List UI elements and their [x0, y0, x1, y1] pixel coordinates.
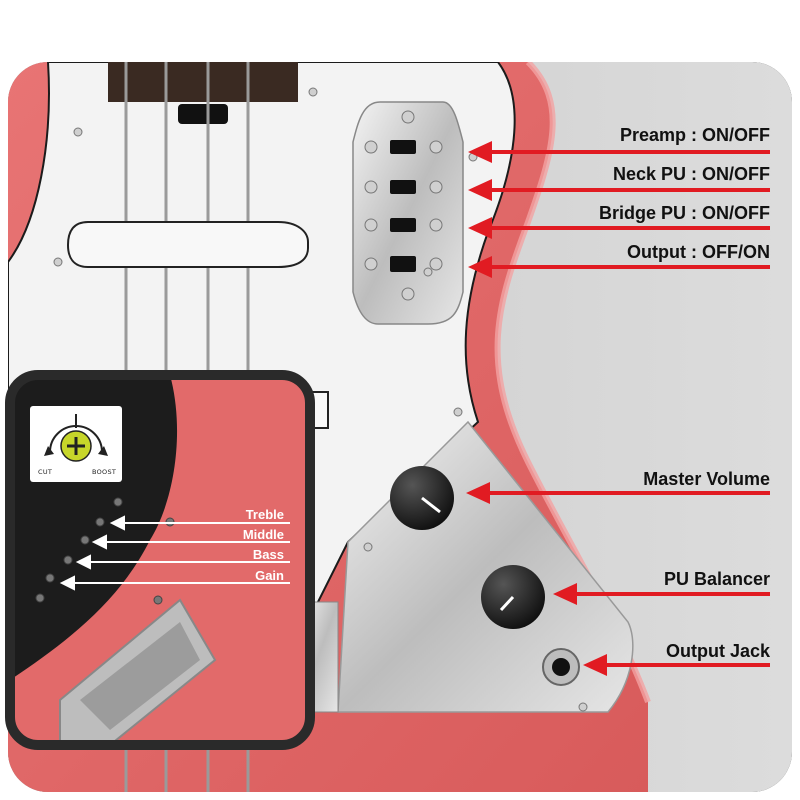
pu-balancer-label: PU Balancer: [663, 569, 770, 589]
cut-boost-icon: [44, 414, 108, 462]
neck: [108, 62, 298, 102]
middle-label: Middle: [242, 527, 284, 542]
bridge-pu-label: Bridge PU : ON/OFF: [599, 203, 770, 223]
cut-label: CUT: [38, 468, 53, 476]
switch-screws: [364, 110, 443, 301]
output-jack-label: Output Jack: [665, 641, 770, 661]
callout-arrows: [466, 141, 770, 676]
treble-label: Treble: [245, 507, 284, 522]
output-label: Output : OFF/ON: [627, 242, 770, 262]
pu-balancer-knob: [481, 565, 545, 629]
preamp-label: Preamp : ON/OFF: [619, 125, 770, 145]
gain-label: Gain: [255, 568, 284, 583]
boost-label: BOOST: [92, 468, 117, 476]
bass-label: Bass: [252, 547, 284, 562]
toggle-switches: [390, 140, 416, 272]
inset-arrows: [59, 515, 290, 591]
master-volume-knob: [390, 466, 454, 530]
neck-pickup: [66, 221, 309, 268]
cut-boost-icon-box: CUT BOOST: [30, 406, 122, 482]
neck-pu-label: Neck PU : ON/OFF: [612, 164, 770, 184]
output-jack: [542, 648, 580, 686]
master-volume-label: Master Volume: [643, 469, 770, 489]
